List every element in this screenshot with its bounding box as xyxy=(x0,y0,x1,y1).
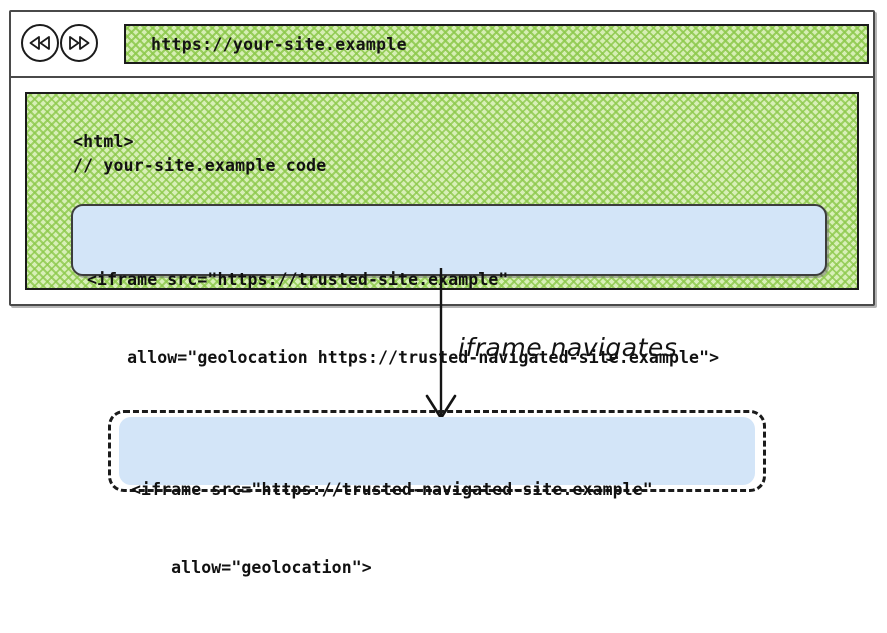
embedded-iframe-line2: allow="geolocation https://trusted-navig… xyxy=(87,348,720,367)
flow-caption: iframe navigates xyxy=(458,333,678,362)
browser-window: https://your-site.example <html> // your… xyxy=(9,10,875,367)
forward-button[interactable] xyxy=(60,24,98,62)
navigated-iframe-box: <iframe src="https://trusted-navigated-s… xyxy=(119,417,755,577)
embedded-iframe-line1: <iframe src="https://trusted-site.exampl… xyxy=(87,270,509,289)
navigated-iframe-line1: <iframe src="https://trusted-navigated-s… xyxy=(131,480,653,499)
rewind-double-left-icon xyxy=(29,36,50,50)
page-html-tag: <html> xyxy=(73,132,134,151)
url-text[interactable]: https://your-site.example xyxy=(151,34,407,54)
back-button[interactable] xyxy=(21,24,59,62)
url-bar[interactable]: https://your-site.example xyxy=(124,24,869,64)
navigated-iframe-line2: allow="geolocation"> xyxy=(131,558,372,577)
page-viewport: <html> // your-site.example code <iframe… xyxy=(25,92,859,367)
fast-forward-double-right-icon xyxy=(69,36,90,50)
browser-toolbar: https://your-site.example xyxy=(11,12,873,78)
browser-nav-buttons xyxy=(21,24,98,62)
navigated-iframe-outline xyxy=(108,410,766,492)
embedded-iframe-box: <iframe src="https://trusted-site.exampl… xyxy=(71,204,827,367)
page-code-comment: // your-site.example code xyxy=(73,156,327,175)
